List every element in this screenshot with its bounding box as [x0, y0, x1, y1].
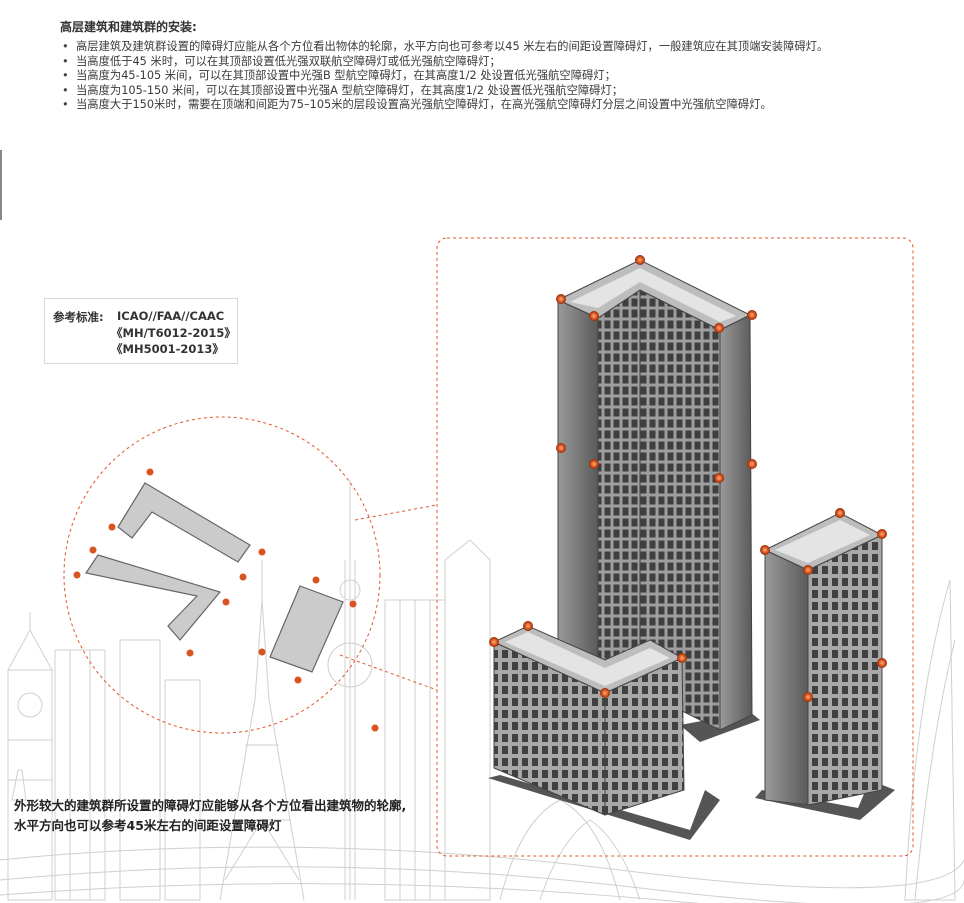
skyline-background — [0, 480, 964, 903]
illustration-caption: 外形较大的建筑群所设置的障碍灯应能够从各个方位看出建筑物的轮廓, 水平方向也可以… — [14, 796, 484, 836]
rule-item: 当高度低于45 米时，可以在其顶部设置低光强双联航空障碍灯或低光强航空障碍灯； — [60, 55, 860, 70]
left-edge-rule — [0, 150, 2, 220]
reference-standard-line: 《MH/T6012-2015》 — [111, 326, 236, 340]
plan-obstruction-light — [73, 468, 379, 732]
rule-item: 当高度为45-105 米间，可以在其顶部设置中光强B 型航空障碍灯，在其高度1/… — [60, 69, 860, 84]
detail-callout — [63, 237, 914, 857]
rule-item: 当高度为105-150 米间，可以在其顶部设置中光强A 型航空障碍灯，在其高度1… — [60, 84, 860, 99]
reference-standard-line: ICAO//FAA//CAAC — [117, 309, 225, 323]
section-heading: 高层建筑和建筑群的安装: — [60, 20, 197, 34]
site-plan-view — [85, 482, 344, 673]
reference-standard-line: 《MH5001-2013》 — [111, 342, 224, 356]
reference-standards-box: 参考标准: ICAO//FAA//CAAC 《MH/T6012-2015》 《M… — [44, 298, 238, 364]
obstruction-light — [489, 255, 887, 702]
caption-line: 水平方向也可以参考45米左右的间距设置障碍灯 — [14, 818, 282, 833]
rule-item: 当高度大于150米时，需要在顶端和间距为75–105米的层段设置高光强航空障碍灯… — [60, 98, 860, 113]
caption-line: 外形较大的建筑群所设置的障碍灯应能够从各个方位看出建筑物的轮廓, — [14, 798, 407, 813]
rule-item: 高层建筑及建筑群设置的障碍灯应能从各个方位看出物体的轮廓，水平方向也可参考以45… — [60, 40, 860, 55]
building-group-3d — [488, 259, 895, 840]
installation-rules-list: 高层建筑及建筑群设置的障碍灯应能从各个方位看出物体的轮廓，水平方向也可参考以45… — [60, 40, 860, 113]
reference-label: 参考标准: — [53, 310, 104, 324]
